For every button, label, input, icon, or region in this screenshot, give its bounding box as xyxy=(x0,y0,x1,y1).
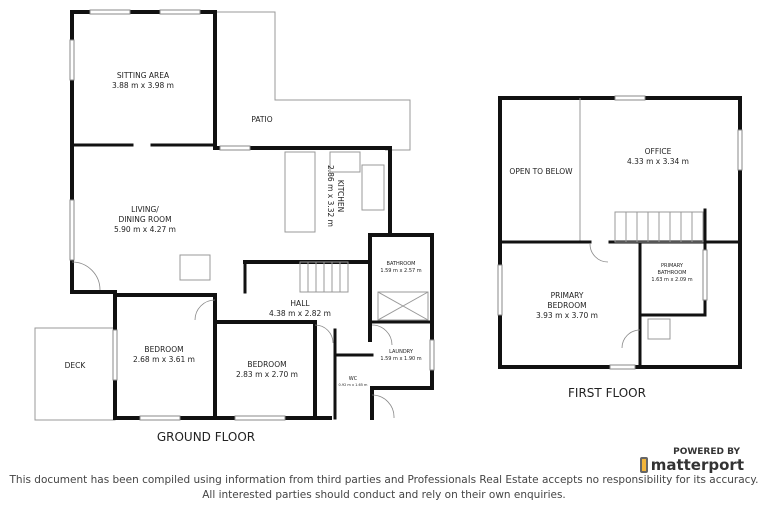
window xyxy=(497,264,503,316)
room-name: OPEN TO BELOW xyxy=(509,167,573,176)
room-dims: 3.88 m x 3.98 m xyxy=(112,81,174,90)
window xyxy=(112,329,118,381)
fireplace xyxy=(179,254,211,281)
wall xyxy=(368,233,434,420)
disclaimer-line-2: All interested parties should conduct an… xyxy=(202,489,566,501)
patio-outline xyxy=(215,11,411,151)
room-dims: 1.63 m x 2.09 m xyxy=(651,277,692,283)
stairs xyxy=(299,261,349,293)
window xyxy=(89,9,131,15)
ground-floor-plan: SITTING AREA 3.88 m x 3.98 m PATIO LIVIN… xyxy=(34,9,435,444)
window xyxy=(609,364,636,370)
deck-outline xyxy=(34,327,116,421)
first-floor-plan: OPEN TO BELOW OFFICE 4.33 m x 3.34 m PRI… xyxy=(497,95,743,400)
matterport-wordmark: matterport xyxy=(650,456,744,474)
counter xyxy=(361,164,385,211)
room-name: OFFICE xyxy=(645,147,672,156)
window xyxy=(219,145,251,151)
window xyxy=(429,339,435,371)
room-name: DECK xyxy=(65,361,87,370)
room-name: BEDROOM xyxy=(547,301,586,310)
room-name: LAUNDRY xyxy=(389,349,414,355)
window xyxy=(614,95,646,101)
room-dims: 2.68 m x 3.61 m xyxy=(133,355,195,364)
room-dims: 3.93 m x 3.70 m xyxy=(536,311,598,320)
door-swing xyxy=(589,243,609,263)
door-swing xyxy=(371,324,393,346)
window xyxy=(69,199,75,261)
floor-title: GROUND FLOOR xyxy=(157,430,255,444)
window xyxy=(69,39,75,81)
door-swing xyxy=(71,261,101,291)
room-name: DINING ROOM xyxy=(118,215,171,224)
matterport-cube-icon xyxy=(640,457,648,473)
window xyxy=(139,415,181,421)
room-dims: 5.90 m x 4.27 m xyxy=(114,225,176,234)
room-name: SITTING AREA xyxy=(117,71,170,80)
door-swing xyxy=(371,394,395,419)
kitchen-island xyxy=(284,151,316,233)
room-name: LIVING/ xyxy=(131,205,159,214)
powered-by-label: POWERED BY xyxy=(673,447,740,457)
room-name: WC xyxy=(349,376,358,382)
door-swing xyxy=(621,329,641,349)
room-dims: 1.59 m x 2.57 m xyxy=(380,268,421,274)
room-dims: 4.33 m x 3.34 m xyxy=(627,157,689,166)
room-name: PRIMARY xyxy=(661,263,684,269)
room-name: BATHROOM xyxy=(387,261,416,267)
floor-title: FIRST FLOOR xyxy=(568,386,646,400)
matterport-logo: matterport xyxy=(640,456,744,474)
room-name: BATHROOM xyxy=(658,270,687,276)
window xyxy=(737,129,743,171)
door-swing xyxy=(194,299,216,321)
room-dims: 2.86 m x 3.32 m xyxy=(326,165,335,227)
room-name: BEDROOM xyxy=(144,345,183,354)
window xyxy=(159,9,201,15)
shower xyxy=(647,318,671,340)
wall xyxy=(213,146,392,237)
window xyxy=(702,249,708,301)
room-dims: 0.92 m x 1.65 m xyxy=(339,383,369,387)
room-name: BEDROOM xyxy=(247,360,286,369)
window xyxy=(234,415,286,421)
room-name: PRIMARY xyxy=(551,291,584,300)
wall xyxy=(70,10,217,292)
door-swing xyxy=(314,324,334,344)
room-name: PATIO xyxy=(251,115,272,124)
room-dims: 2.83 m x 2.70 m xyxy=(236,370,298,379)
room-name: KITCHEN xyxy=(336,180,345,213)
room-dims: 1.59 m x 1.90 m xyxy=(380,356,421,362)
room-name: HALL xyxy=(290,299,310,308)
disclaimer-line-1: This document has been compiled using in… xyxy=(9,474,759,486)
stove xyxy=(329,151,361,173)
shower xyxy=(377,291,429,321)
stairs xyxy=(614,211,704,243)
room-dims: 4.38 m x 2.82 m xyxy=(269,309,331,318)
